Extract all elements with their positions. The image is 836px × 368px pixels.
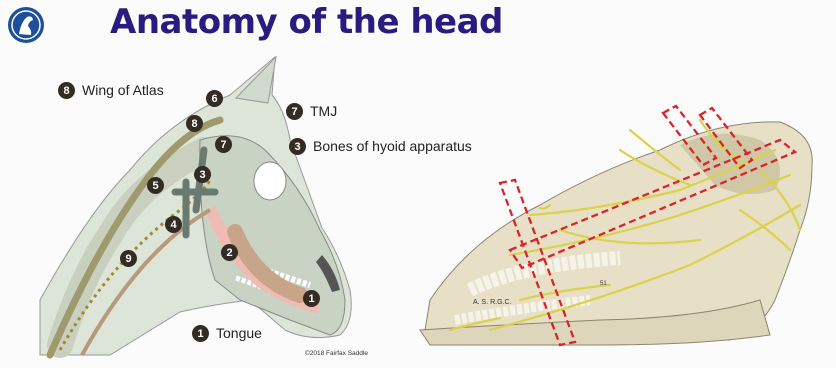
legend-marker-1: 1 bbox=[192, 325, 209, 342]
marker-2: 2 bbox=[221, 244, 238, 261]
marker-7: 7 bbox=[215, 136, 232, 153]
marker-3: 3 bbox=[194, 166, 211, 183]
legend-tongue: Tongue bbox=[216, 325, 262, 341]
legend-tmj: TMJ bbox=[310, 103, 337, 119]
copyright-text: ©2018 Fairfax Saddle bbox=[305, 350, 368, 357]
skull-label: A. S. R.G.C. bbox=[473, 299, 512, 306]
legend-hyoid-apparatus: Bones of hyoid apparatus bbox=[313, 138, 472, 154]
legend-marker-8: 8 bbox=[58, 82, 75, 99]
skull-nerve-illustration: A. S. R.G.C. 51 bbox=[420, 106, 812, 345]
horse-head-illustration bbox=[40, 57, 351, 355]
skull-label-lower: 51 bbox=[600, 281, 607, 287]
marker-1: 1 bbox=[303, 290, 320, 307]
marker-6: 6 bbox=[206, 90, 223, 107]
legend-marker-3: 3 bbox=[289, 138, 306, 155]
marker-5: 5 bbox=[147, 177, 164, 194]
page-title: Anatomy of the head bbox=[110, 2, 503, 42]
marker-4: 4 bbox=[165, 216, 182, 233]
marker-8: 8 bbox=[186, 115, 203, 132]
marker-9: 9 bbox=[120, 250, 137, 267]
legend-wing-of-atlas: Wing of Atlas bbox=[82, 82, 164, 98]
logo bbox=[7, 6, 45, 44]
legend-marker-7: 7 bbox=[286, 103, 303, 120]
